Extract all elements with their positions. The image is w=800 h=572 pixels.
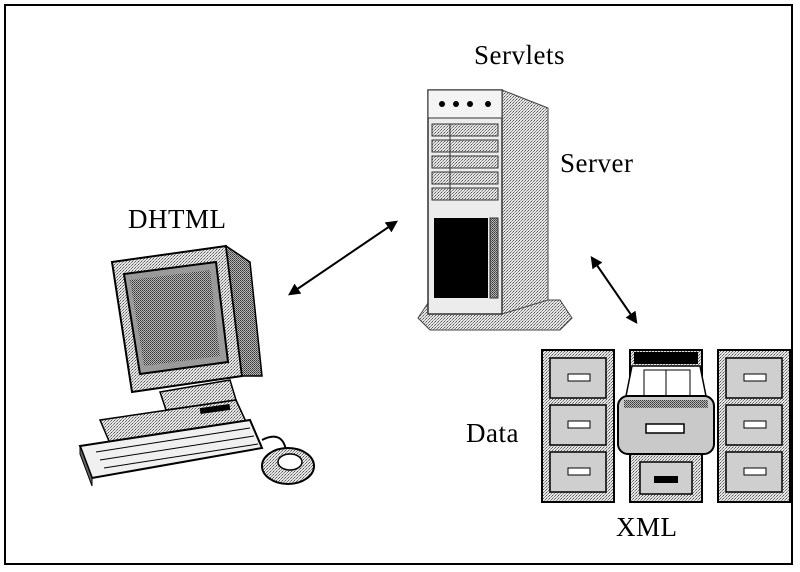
arrow-server-data: [590, 256, 638, 324]
computer-icon: [78, 244, 315, 487]
servlets-label: Servlets: [474, 40, 565, 70]
file-cabinet-icon: [541, 349, 791, 503]
arrow-computer-server: [288, 220, 398, 296]
xml-label: XML: [616, 512, 678, 542]
server-tower-icon: [417, 89, 573, 331]
data-label: Data: [466, 418, 519, 448]
dhtml-label: DHTML: [128, 204, 227, 234]
server-label: Server: [560, 148, 634, 178]
